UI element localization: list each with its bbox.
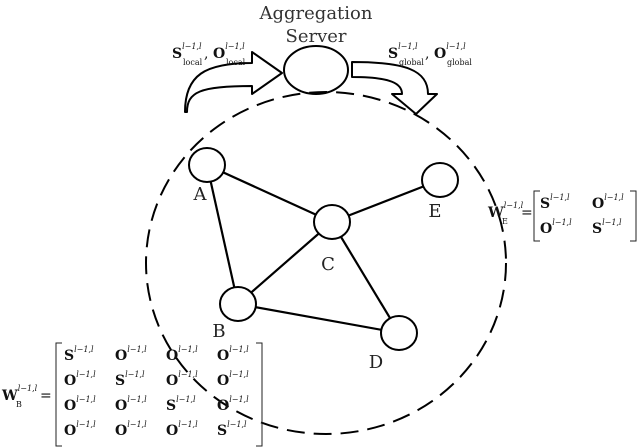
edge-A-B (205, 164, 240, 305)
node-E (421, 162, 459, 198)
matrix-E-cell-2-2: Sl−1,l (592, 218, 622, 237)
edge-C-D (331, 221, 400, 334)
aggregation-server-node (283, 45, 349, 95)
matrix-B-cell-4-1: Ol−1,l (64, 420, 96, 439)
matrix-E-cell-2-1: Ol−1,l (540, 218, 572, 237)
matrix-E-left-bracket (533, 190, 540, 242)
matrix-B-left-bracket (55, 342, 62, 447)
node-label-E: E (428, 201, 441, 222)
matrix-B-cell-3-4: Ol−1,l (217, 395, 249, 414)
matrix-B-cell-2-1: Ol−1,l (64, 370, 96, 389)
matrix-B-cell-3-3: Sl−1,l (166, 395, 196, 414)
edge-C-E (331, 178, 441, 224)
matrix-B-cell-3-2: Ol−1,l (115, 395, 147, 414)
node-label-D: D (369, 352, 383, 373)
matrix-B-cell-4-4: Sl−1,l (217, 420, 247, 439)
edge-B-D (237, 302, 400, 335)
matrix-E-cell-1-1: Sl−1,l (540, 193, 570, 212)
node-C (313, 204, 351, 240)
edge-B-C (237, 221, 333, 305)
matrix-B-right-bracket (256, 342, 263, 447)
server-title-line2: Server (285, 26, 346, 47)
matrix-B-cell-1-2: Ol−1,l (115, 345, 147, 364)
matrix-B-cell-4-2: Ol−1,l (115, 420, 147, 439)
node-label-B: B (212, 321, 225, 342)
client-group-boundary (145, 91, 507, 435)
matrix-B-cell-2-3: Ol−1,l (166, 370, 198, 389)
matrix-B-cell-1-4: Ol−1,l (217, 345, 249, 364)
downlink-arrow (351, 61, 438, 115)
server-title-line1: Aggregation (259, 3, 373, 24)
node-label-A: A (193, 184, 208, 205)
matrix-B-cell-1-1: Sl−1,l (64, 345, 94, 364)
matrix-B-cell-2-2: Sl−1,l (115, 370, 145, 389)
uplink-arrow (184, 51, 283, 113)
node-A (188, 147, 226, 183)
matrix-E-right-bracket (630, 190, 637, 242)
matrix-B-cell-1-3: Ol−1,l (166, 345, 198, 364)
edge-A-C (206, 163, 333, 224)
node-B (219, 286, 257, 322)
matrix-B-cell-4-3: Ol−1,l (166, 420, 198, 439)
node-label-C: C (321, 254, 335, 275)
matrix-B-cell-3-1: Ol−1,l (64, 395, 96, 414)
matrix-E-cell-1-2: Ol−1,l (592, 193, 624, 212)
matrix-B-cell-2-4: Ol−1,l (217, 370, 249, 389)
node-D (380, 315, 418, 351)
